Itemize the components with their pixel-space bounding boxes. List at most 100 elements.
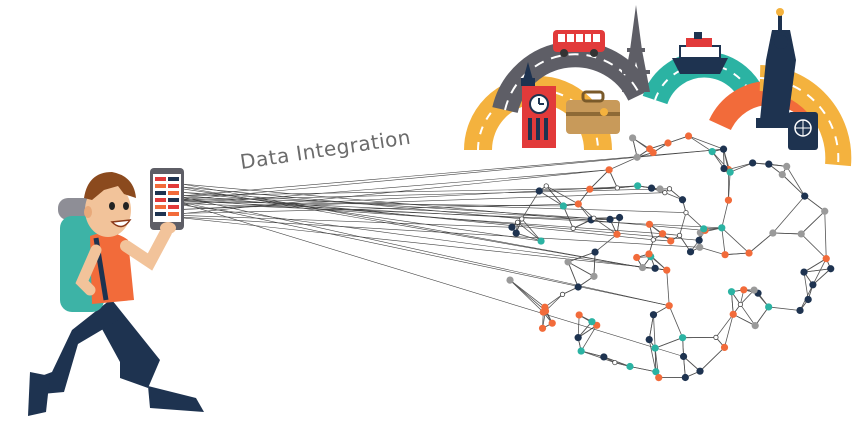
network-edge [653, 314, 656, 349]
network-edge [729, 162, 753, 173]
network-node [570, 225, 576, 231]
network-edge [679, 212, 687, 236]
beam-line [181, 148, 724, 201]
network-node [634, 182, 642, 190]
network-edge [685, 212, 704, 230]
network-node [796, 306, 804, 315]
network-node [626, 362, 634, 371]
network-node [656, 185, 664, 193]
network-node [645, 220, 654, 228]
network-edge [740, 304, 756, 326]
network-node [537, 237, 545, 245]
network-node [548, 319, 556, 327]
network-edge [567, 261, 595, 277]
network-edge [589, 169, 610, 190]
network-edge [545, 294, 563, 312]
network-edge [800, 233, 827, 259]
network-edge [715, 314, 734, 338]
network-node [718, 224, 726, 232]
ship-icon [672, 32, 728, 74]
network-node [600, 353, 608, 361]
network-node [683, 209, 689, 216]
beam-line [181, 183, 706, 231]
bus-icon [553, 30, 605, 57]
network-node [645, 336, 653, 344]
network-edge [581, 350, 615, 363]
network-node [783, 162, 791, 171]
network-node [727, 288, 736, 296]
beam-line [181, 185, 638, 210]
network-node [664, 139, 672, 147]
network-node [612, 359, 618, 366]
network-node [646, 145, 654, 153]
traveler-illustration [28, 168, 204, 416]
beam-line [181, 201, 564, 207]
network-node [676, 232, 683, 238]
passport-icon [788, 112, 818, 150]
network-edge [803, 268, 831, 273]
network-node [719, 145, 728, 153]
eiffel-tower-icon [622, 5, 650, 92]
network-edge [803, 258, 827, 273]
beam-line [181, 217, 656, 269]
beam-line [181, 200, 722, 229]
network-node [708, 147, 716, 156]
network-node [538, 324, 547, 332]
network-node [751, 322, 759, 330]
network-edge [688, 135, 724, 150]
network-node [649, 311, 658, 319]
beam-line [181, 192, 665, 210]
beam-line [181, 187, 618, 197]
network-edge [699, 347, 725, 372]
network-node [591, 215, 597, 221]
network-edge [577, 314, 580, 338]
network-node [778, 170, 786, 179]
network-node [749, 159, 757, 167]
network-node [737, 301, 744, 308]
network-node [650, 237, 656, 243]
network-node [590, 272, 598, 280]
network-node [559, 291, 566, 297]
network-node [629, 134, 637, 142]
network-node [606, 215, 614, 223]
network-node [577, 347, 585, 355]
network-node [588, 318, 596, 326]
network-node [822, 255, 830, 263]
network-node [658, 230, 667, 238]
beam-line [181, 215, 512, 228]
network-node [655, 374, 663, 382]
network-node [541, 303, 549, 311]
network-edge [721, 227, 750, 254]
network-edge [521, 218, 542, 242]
network-edge [648, 314, 654, 340]
network-node [633, 253, 641, 262]
network-edge [577, 324, 597, 338]
beam-line [181, 202, 670, 306]
network-edge [812, 268, 831, 286]
network-edge [824, 211, 827, 259]
network-node [512, 229, 520, 237]
network-edge [748, 232, 774, 254]
network-node [720, 164, 728, 173]
beam-line [181, 183, 643, 268]
network-node [827, 265, 835, 273]
network-node [614, 185, 620, 191]
landmarks-cluster [464, 5, 852, 167]
network-edge [768, 306, 801, 311]
network-edge [772, 195, 806, 234]
network-edge [699, 246, 726, 256]
network-edge [683, 356, 701, 372]
beam-line [181, 196, 670, 306]
network-node [574, 334, 582, 342]
network-edge [581, 350, 604, 358]
suitcase-icon [566, 90, 620, 134]
network-node [543, 183, 549, 189]
network-edge [772, 232, 802, 235]
network-node [769, 229, 777, 237]
network-node [647, 184, 656, 192]
network-edge [800, 210, 826, 235]
network-node [700, 225, 708, 233]
network-edge [721, 227, 726, 255]
network-node [750, 286, 758, 294]
